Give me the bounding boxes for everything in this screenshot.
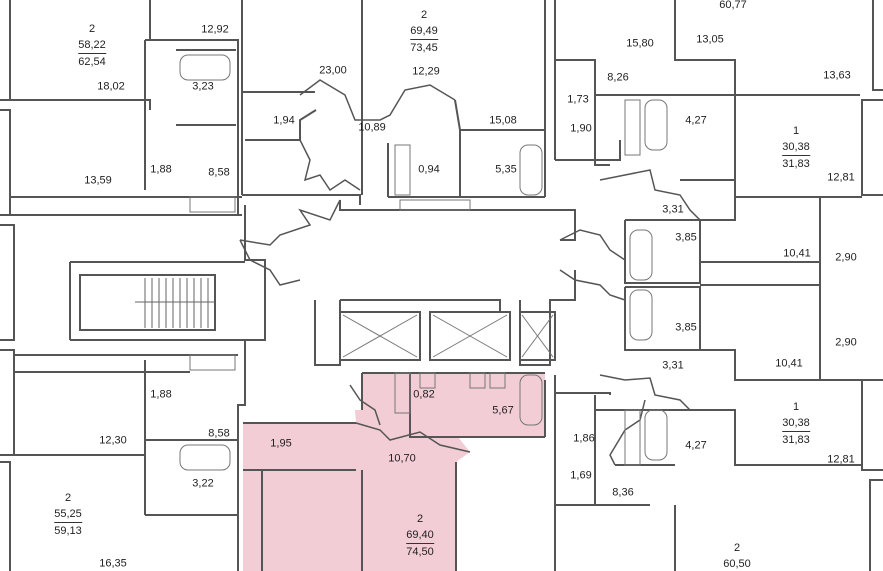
apartment-label: 1 30,38 31,83 [782,124,810,171]
lift-shafts [342,314,554,358]
total-area: 60,77 [719,0,747,12]
room-area: 4,27 [685,439,707,452]
total-area: 62,54 [78,53,106,69]
room-area: 15,08 [489,114,517,127]
room-area: 3,31 [662,359,684,372]
room-area: 1,90 [570,122,592,135]
room-count: 2 [416,513,424,525]
room-count: 1 [792,401,800,413]
stairs [135,278,215,328]
room-area: 12,81 [827,171,855,184]
room-area: 18,02 [97,80,125,93]
room-area: 12,81 [827,453,855,466]
room-area: 4,27 [685,114,707,127]
room-area: 16,35 [99,557,127,570]
room-count: 2 [420,9,428,21]
room-area: 3,31 [662,203,684,216]
room-area: 2,90 [835,336,857,349]
apartment-label: 1 30,38 31,83 [782,400,810,447]
room-area: 3,22 [192,477,214,490]
room-area: 0,82 [413,388,435,401]
room-area: 8,58 [208,166,230,179]
room-area: 5,35 [495,163,517,176]
room-count: 2 [733,542,741,554]
room-area: 8,58 [208,427,230,440]
living-area: 30,38 [782,141,810,153]
total-area: 74,50 [406,543,434,559]
room-area: 5,67 [492,404,514,417]
total-area: 31,83 [782,155,810,171]
room-area: 10,70 [388,452,416,465]
apartment-label: 2 69,40 74,50 [406,512,434,559]
room-area: 2,90 [835,251,857,264]
apartment-label: 2 60,50 [723,541,751,571]
total-area: 73,45 [410,39,438,55]
room-area: 10,41 [775,357,803,370]
room-area: 12,29 [412,65,440,78]
living-area: 69,49 [410,25,438,37]
total-area: 31,83 [782,431,810,447]
room-area: 1,88 [150,163,172,176]
apartment-label: 60,77 [719,0,747,12]
room-area: 1,88 [150,388,172,401]
highlighted-apartment[interactable] [243,373,545,571]
apartment-label: 2 58,22 62,54 [78,22,106,69]
room-area: 0,94 [418,163,440,176]
room-area: 15,80 [626,37,654,50]
bathtubs [179,54,668,471]
room-area: 3,85 [675,321,697,334]
room-count: 1 [792,125,800,137]
room-area: 12,92 [201,23,229,36]
total-area: 60,50 [723,558,751,570]
room-count: 2 [88,23,96,35]
room-area: 3,23 [192,80,214,93]
hall-outlines [239,79,701,466]
living-area: 30,38 [782,417,810,429]
room-area: 1,94 [273,114,295,127]
apartment-label: 2 55,25 59,13 [54,491,82,538]
room-area: 1,95 [270,437,292,450]
room-area: 8,26 [607,71,629,84]
living-area: 69,40 [406,529,434,541]
total-area: 59,13 [54,522,82,538]
room-area: 13,63 [823,69,851,82]
room-area: 1,86 [573,432,595,445]
room-area: 12,30 [99,434,127,447]
room-area: 10,89 [358,121,386,134]
room-area: 13,59 [84,174,112,187]
room-area: 23,00 [319,64,347,77]
room-area: 3,85 [675,231,697,244]
room-area: 13,05 [696,33,724,46]
room-count: 2 [64,492,72,504]
room-area: 1,73 [567,93,589,106]
living-area: 58,22 [78,39,106,51]
living-area: 55,25 [54,508,82,520]
room-area: 10,41 [783,247,811,260]
room-area: 8,36 [612,486,634,499]
apartment-label: 2 69,49 73,45 [410,8,438,55]
room-area: 1,69 [570,469,592,482]
